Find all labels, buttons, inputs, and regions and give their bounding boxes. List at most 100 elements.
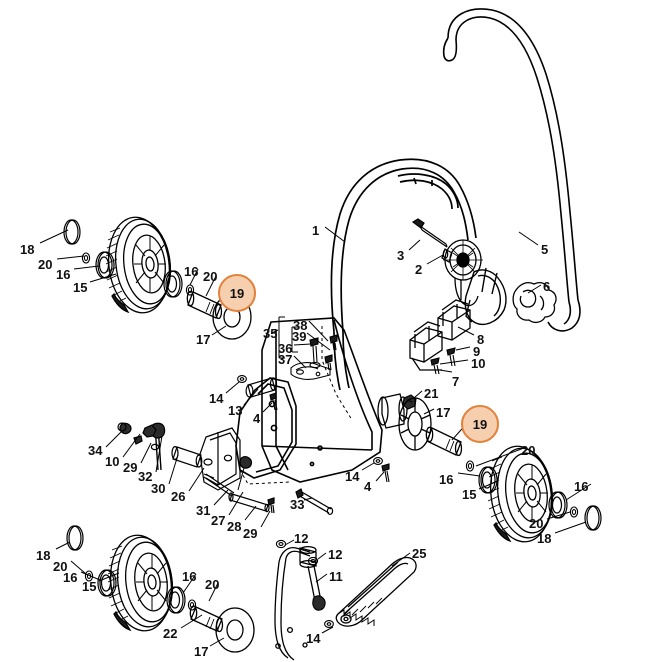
callout-25: 25	[412, 546, 427, 561]
callout-32: 32	[138, 469, 153, 484]
callout-20: 20	[38, 257, 53, 272]
callout-38: 38	[293, 318, 308, 333]
callout-35: 35	[263, 326, 278, 341]
highlight-badge-19-right-label: 19	[472, 416, 488, 432]
washer-20-right-inner	[569, 506, 579, 518]
callout-20f: 20	[205, 577, 220, 592]
callout-16f: 16	[182, 569, 197, 584]
screw-part-10	[430, 357, 440, 375]
callout-9: 9	[473, 344, 481, 359]
hubcap-part-17-lower-left	[215, 607, 255, 653]
bearing-16-lower-left-inner	[166, 586, 186, 614]
axle-part-19-right	[425, 426, 463, 457]
bearing-16-upper-left-inner	[163, 270, 183, 298]
callout-17b: 17	[436, 405, 451, 420]
callout-22: 22	[163, 626, 178, 641]
callout-7: 7	[452, 374, 460, 389]
screw-part-4-lower	[381, 463, 390, 483]
callout-14: 14	[209, 391, 224, 406]
hubcap-part-17-right	[398, 397, 432, 451]
callout-27: 27	[211, 513, 226, 528]
nut-part-21	[402, 394, 417, 410]
cap-18-lower-left	[66, 525, 84, 551]
washer-20-right-outer	[465, 460, 475, 472]
callout-36: 36	[278, 341, 293, 356]
cap-18-right	[584, 505, 602, 531]
callout-21: 21	[424, 386, 439, 401]
bearing-16-upper-left-outer	[95, 251, 115, 279]
callout-34: 34	[88, 443, 103, 458]
axle-part-19-upper	[186, 290, 223, 320]
bearing-16-right-outer	[478, 466, 498, 494]
cap-18-upper-left	[63, 219, 81, 245]
callout-16b: 16	[184, 264, 199, 279]
callout-29b: 29	[243, 526, 258, 541]
callout-16d: 16	[574, 479, 589, 494]
callout-16c: 16	[439, 472, 454, 487]
callout-15: 15	[73, 280, 88, 295]
leader-lines	[39, 226, 592, 647]
washer-part-14-bottom	[324, 620, 334, 628]
callout-20b: 20	[203, 269, 218, 284]
callout-15c: 15	[82, 579, 97, 594]
callout-13: 13	[228, 403, 243, 418]
callout-10b: 10	[105, 454, 120, 469]
hub-knob-assembly	[443, 239, 483, 307]
callout-17: 17	[196, 332, 211, 347]
callout-26: 26	[171, 489, 186, 504]
callout-30: 30	[151, 481, 166, 496]
pivot-nut-part-11	[312, 595, 326, 611]
upper-handlebar-part-5	[442, 8, 581, 332]
callout-8: 8	[477, 332, 485, 347]
bearing-16-lower-left-outer	[97, 569, 117, 597]
callout-12: 12	[294, 531, 309, 546]
callout-11: 11	[329, 569, 343, 584]
axle-boss	[377, 393, 408, 429]
bearing-16-right-inner	[548, 491, 568, 519]
knob-part-6	[512, 282, 557, 324]
callout-1: 1	[312, 223, 320, 238]
callout-18b: 18	[537, 531, 552, 546]
handlebar-bracket-foot	[464, 267, 507, 326]
pin-part-13	[245, 377, 278, 398]
bushing-part-12-upper	[275, 539, 287, 549]
highlight-badge-19-right[interactable]: 19	[461, 405, 499, 443]
washer-part-14-upper	[237, 375, 247, 383]
callout-15b: 15	[462, 487, 477, 502]
callout-6: 6	[543, 279, 551, 294]
callout-16: 16	[56, 267, 71, 282]
callout-4b: 4	[364, 479, 372, 494]
wheel-upper-left-part-15	[105, 216, 172, 314]
callout-39: 39	[292, 329, 307, 344]
callout-3: 3	[397, 248, 405, 263]
highlight-badge-19-upper[interactable]: 19	[218, 274, 256, 312]
washer-20-upper-left	[81, 252, 91, 264]
bushing-part-12-lower	[307, 556, 319, 566]
callout-37: 37	[278, 352, 293, 367]
screw-part-4-upper	[269, 392, 278, 411]
screw-part-9	[446, 347, 456, 367]
washer-20-lower-left-inner	[187, 599, 197, 611]
callout-17c: 17	[194, 644, 209, 659]
clip-part-8	[437, 299, 471, 341]
callout-5: 5	[541, 242, 549, 257]
callout-29: 29	[123, 460, 138, 475]
callout-18c: 18	[36, 548, 51, 563]
bolt-part-3	[411, 218, 448, 248]
callout-10: 10	[471, 356, 486, 371]
callout-14c: 14	[306, 631, 321, 646]
callout-33: 33	[290, 497, 305, 512]
clip-part-7	[409, 321, 443, 371]
callout-18: 18	[20, 242, 35, 257]
callout-4: 4	[253, 411, 261, 426]
callout-31: 31	[196, 503, 211, 518]
highlight-badge-19-upper-label: 19	[229, 285, 245, 301]
chassis-deck	[235, 317, 383, 485]
callout-28: 28	[227, 519, 242, 534]
linkage-assembly	[117, 422, 334, 516]
callout-12b: 12	[328, 547, 343, 562]
callout-20d: 20	[529, 516, 544, 531]
callout-16e: 16	[63, 570, 78, 585]
